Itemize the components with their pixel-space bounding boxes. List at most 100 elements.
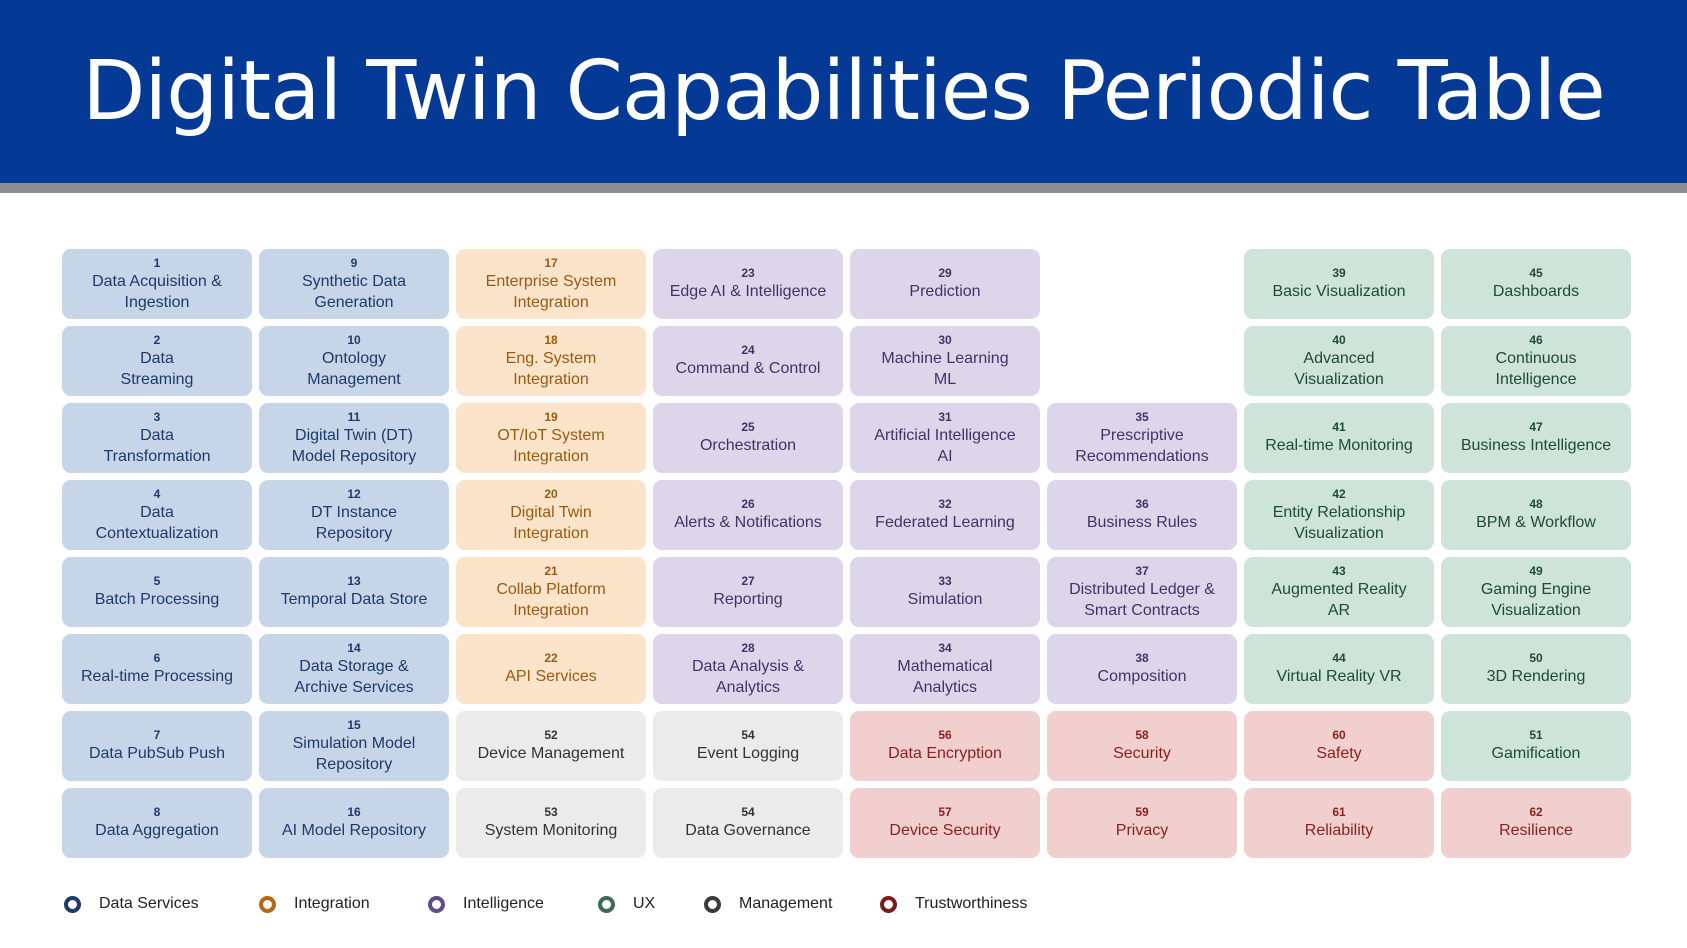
legend-ring-icon <box>259 895 276 913</box>
capability-number: 41 <box>1332 420 1346 434</box>
capability-number: 22 <box>544 651 558 665</box>
capability-label: Data Contextualization <box>95 503 219 542</box>
capability-label: Edge AI & Intelligence <box>669 283 827 300</box>
legend-ring-icon <box>428 895 445 913</box>
capability-number: 1 <box>153 255 161 270</box>
capability-label: Advanced Visualization <box>1294 349 1384 388</box>
capability-label: Safety <box>1316 745 1362 762</box>
capability-number: 34 <box>938 640 952 655</box>
capability-label: Enterprise System Integration <box>485 272 617 311</box>
capability-label: Digital Twin (DT) Model Repository <box>291 426 417 465</box>
capability-number: 49 <box>1529 563 1543 578</box>
capability-label: Collab Platform Integration <box>496 580 606 619</box>
capability-number: 25 <box>741 420 755 434</box>
capability-label: Data Transformation <box>103 426 211 465</box>
capability-number: 37 <box>1135 563 1149 578</box>
legend-ring-icon <box>704 895 721 913</box>
capability-label: Gamification <box>1491 745 1581 762</box>
capability-number: 4 <box>153 486 161 501</box>
capability-label: Data PubSub Push <box>88 745 226 762</box>
capability-number: 44 <box>1332 651 1346 665</box>
capability-number: 14 <box>347 640 361 655</box>
capability-label: Device Security <box>889 822 1001 839</box>
capability-number: 38 <box>1135 651 1149 665</box>
capability-number: 43 <box>1332 563 1346 578</box>
capability-number: 17 <box>544 255 558 270</box>
legend-ring-icon <box>880 895 897 913</box>
capability-label: Real-time Monitoring <box>1265 437 1413 454</box>
capability-number: 19 <box>544 409 558 424</box>
capability-number: 62 <box>1529 805 1543 819</box>
capability-number: 30 <box>938 332 952 347</box>
legend-label: Intelligence <box>463 895 544 912</box>
capability-number: 47 <box>1529 420 1543 434</box>
capability-number: 15 <box>347 717 361 732</box>
legend-item: Trustworthiness <box>880 889 1027 919</box>
capability-label: Continuous Intelligence <box>1495 349 1577 388</box>
capability-label: Digital Twin Integration <box>510 503 592 542</box>
capability-label: Privacy <box>1115 822 1169 839</box>
capability-label: Machine Learning ML <box>881 349 1009 388</box>
legend-label: Data Services <box>99 895 199 912</box>
capability-label: Real-time Processing <box>80 668 234 685</box>
capability-number: 40 <box>1332 332 1346 347</box>
capability-label: Orchestration <box>699 437 797 454</box>
capability-number: 33 <box>938 574 952 588</box>
capability-label: Batch Processing <box>94 591 220 608</box>
capability-label: Artificial Intelligence AI <box>874 426 1016 465</box>
capability-number: 6 <box>153 651 161 665</box>
page-title: Digital Twin Capabilities Periodic Table <box>82 44 1605 139</box>
capability-number: 36 <box>1135 497 1149 511</box>
capability-label: Reliability <box>1304 822 1374 839</box>
capability-label: Reporting <box>713 591 783 608</box>
capability-label: Business Rules <box>1086 514 1198 531</box>
capability-number: 3 <box>153 409 161 424</box>
capability-label: Distributed Ledger & Smart Contracts <box>1069 580 1215 619</box>
capability-number: 21 <box>544 563 558 578</box>
capability-number: 27 <box>741 574 755 588</box>
capability-label: Data Storage & Archive Services <box>294 657 414 696</box>
capability-label: Dashboards <box>1492 283 1580 300</box>
capability-number: 50 <box>1529 651 1543 665</box>
capability-label: Virtual Reality VR <box>1276 668 1402 685</box>
capability-label: AI Model Repository <box>281 822 427 839</box>
capability-number: 18 <box>544 332 558 347</box>
capability-label: Device Management <box>477 745 625 762</box>
capability-label: Simulation Model Repository <box>292 734 416 773</box>
legend-ring-icon <box>598 895 615 913</box>
capability-number: 60 <box>1332 728 1346 742</box>
capability-number: 23 <box>741 266 755 280</box>
capability-number: 24 <box>741 343 755 357</box>
